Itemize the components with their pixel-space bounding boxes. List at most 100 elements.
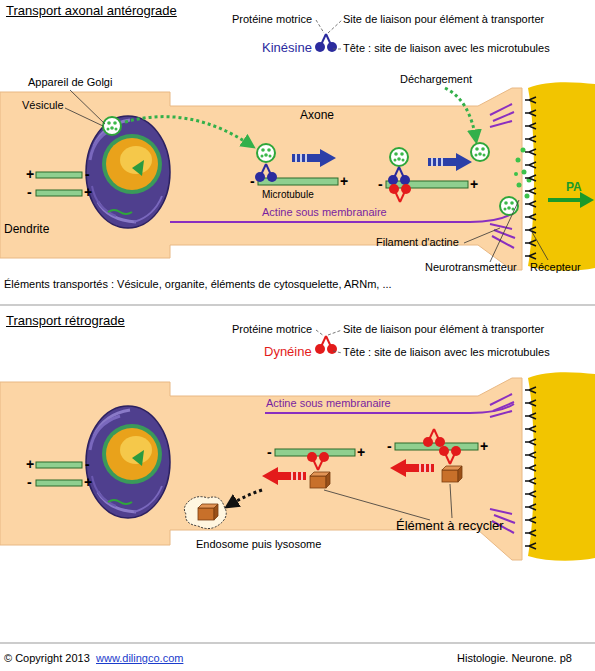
receptor [525,110,536,116]
receptor [525,214,536,220]
recycled-element [310,472,330,488]
receptor [525,400,536,406]
receptor [525,188,536,194]
actin-filament [170,104,515,248]
receptor [525,478,536,484]
transport-path [125,88,476,146]
postsynaptic-cell [528,82,595,271]
receptor [525,465,536,471]
leader-line [490,200,519,262]
dynein-motor [389,184,411,202]
receptor [525,123,536,129]
neurotransmitter [516,158,521,163]
neurotransmitter [525,194,530,199]
part-label: Axone [300,108,334,122]
part-label: Actine sous membranaire [266,397,391,410]
motor-label: Protéine motrice [232,323,312,336]
receptor [525,413,536,419]
postsynaptic-cell [528,372,595,561]
receptor [525,491,536,497]
leader-line [333,49,342,50]
part-label: Vésicule [22,99,64,112]
kinesin-motor [255,34,410,185]
direction-arrow [292,149,472,171]
cell-body [86,116,170,228]
part-label: Neurotransmetteur [425,261,517,274]
leader-line [65,108,103,126]
action-potential-arrow [548,192,594,208]
polarity-sign: - [27,474,32,491]
part-label: Microtubule [262,189,314,201]
part-label: Endosome puis lysosome [196,538,321,551]
kinesin-motor [255,164,277,182]
polarity-sign: - [387,438,392,455]
leader-line [316,20,324,33]
endosome [184,497,226,529]
part-label: Dendrite [4,222,49,236]
receptor [525,201,536,207]
neurotransmitter [522,170,527,175]
leader-line [316,330,324,336]
receptor [525,426,536,432]
receptor [525,504,536,510]
microtubule [36,172,82,178]
neuron-outline [0,88,522,270]
dynein-motor [389,184,411,202]
part-label: Élément à recycler [396,518,504,534]
vesicle [390,148,408,166]
leader-line [450,484,452,518]
polarity-sign: - [85,166,90,183]
neurotransmitter [521,148,526,153]
polarity-sign: + [26,166,34,183]
polarity-sign: + [480,438,488,455]
transport-path [445,88,476,140]
receptor [525,240,536,246]
microtubule [36,480,82,486]
direction-arrow [292,149,336,167]
vesicle [103,117,518,215]
direction-arrow [428,153,472,171]
action-potential-arrow [580,192,594,208]
transport-path [125,117,252,146]
receptor [525,439,536,445]
cell-body [86,406,170,518]
receptor [525,162,536,168]
neurotransmitter [517,183,522,188]
neuron-outline [0,378,522,560]
leader-line [464,228,500,243]
part-label: Actine sous membranaire [262,206,387,219]
polarity-sign: + [84,474,92,491]
polarity-sign: - [378,176,383,193]
direction-arrow [262,467,306,485]
leader-line [328,20,342,33]
polarity-sign: + [84,184,92,201]
receptor [525,452,536,458]
leader-line [328,330,342,335]
polarity-sign: - [27,184,32,201]
signal-label: PA [566,180,582,194]
receptor [525,387,536,393]
page-footer: Histologie. Neurone. p8 [457,652,572,665]
neurotransmitter [514,172,518,176]
separator-lines [0,305,595,643]
copyright: © Copyright 2013 [4,652,90,665]
transport-path [228,490,262,506]
motor-name: Kinésine [262,40,312,56]
section-heading: Transport rétrograde [6,313,125,329]
endosome [198,504,218,520]
receptor [525,149,536,155]
dynein-motor [307,452,329,470]
leader-line [316,330,452,520]
separator-lines [0,305,595,306]
postsynaptic-cell [528,82,595,271]
receptor [525,517,536,523]
cell-body [86,406,170,518]
receptor [525,136,536,142]
action-potential-arrow [548,198,582,202]
direction-arrow [390,459,434,477]
legend-note: Tête : site de liaison avec les microtub… [343,346,550,359]
postsynaptic-cell [528,372,595,561]
neuron-outline [0,88,522,270]
